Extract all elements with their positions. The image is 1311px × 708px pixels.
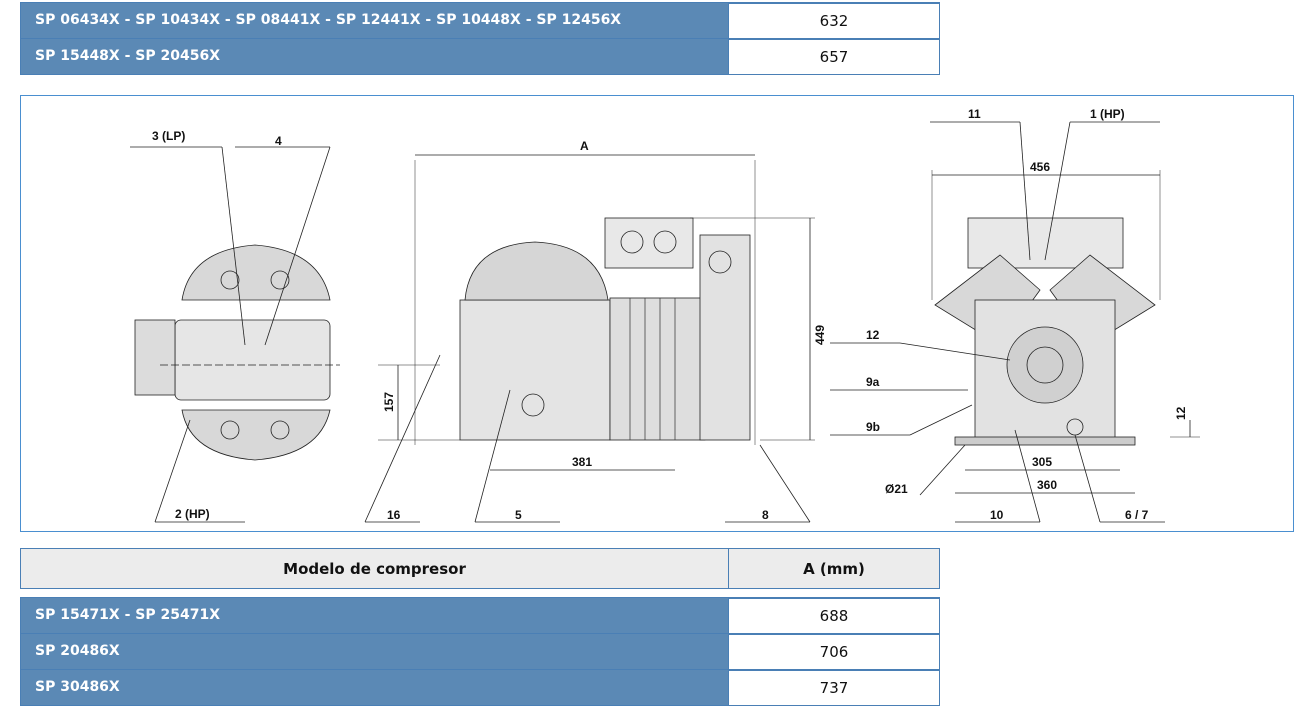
label-5: 5 — [515, 508, 522, 522]
label-16: 16 — [387, 508, 401, 522]
label-12: 12 — [866, 328, 880, 342]
label-4: 4 — [275, 134, 282, 148]
label-3-lp: 3 (LP) — [152, 129, 185, 143]
label-9b: 9b — [866, 420, 880, 434]
a-value-cell: 657 — [728, 39, 940, 74]
label-8: 8 — [762, 508, 769, 522]
a-value-cell: 706 — [728, 634, 940, 669]
model-cell: SP 15471X - SP 25471X — [20, 598, 728, 633]
dimension-360: 360 — [1037, 478, 1057, 492]
dimension-157: 157 — [382, 392, 396, 412]
end-view-drawing — [830, 121, 1200, 523]
label-9a: 9a — [866, 375, 880, 389]
header-a-mm: A (mm) — [803, 560, 865, 578]
dimension-a: A — [580, 139, 589, 153]
table-header: Modelo de compresor A (mm) — [20, 548, 940, 589]
compressor-dimension-drawing: 3 (LP) 4 2 (HP) A 449 157 381 16 5 8 — [20, 95, 1294, 532]
dimension-456: 456 — [1030, 160, 1050, 174]
label-10: 10 — [990, 508, 1004, 522]
front-view-drawing — [130, 146, 340, 523]
dimension-381: 381 — [572, 455, 592, 469]
top-dimension-table: SP 06434X - SP 10434X - SP 08441X - SP 1… — [20, 2, 940, 75]
bottom-dimension-table: Modelo de compresor A (mm) SP 15471X - S… — [20, 548, 940, 706]
dimension-305: 305 — [1032, 455, 1052, 469]
model-cell: SP 20486X — [20, 634, 728, 669]
side-view-drawing — [364, 154, 815, 523]
label-1-hp: 1 (HP) — [1090, 107, 1125, 121]
label-11: 11 — [968, 107, 981, 121]
table-row: SP 06434X - SP 10434X - SP 08441X - SP 1… — [20, 3, 940, 39]
dimension-diameter-21: Ø21 — [885, 482, 908, 496]
dimension-12: 12 — [1174, 406, 1188, 420]
header-model: Modelo de compresor — [21, 549, 729, 588]
model-cell: SP 06434X - SP 10434X - SP 08441X - SP 1… — [20, 3, 728, 38]
a-value-cell: 737 — [728, 670, 940, 705]
a-value-cell: 688 — [728, 598, 940, 633]
label-2-hp: 2 (HP) — [175, 507, 210, 521]
a-value-cell: 632 — [728, 3, 940, 38]
dimension-449: 449 — [813, 325, 827, 345]
model-cell: SP 30486X — [20, 670, 728, 705]
model-cell: SP 15448X - SP 20456X — [20, 39, 728, 74]
label-6-7: 6 / 7 — [1125, 508, 1149, 522]
